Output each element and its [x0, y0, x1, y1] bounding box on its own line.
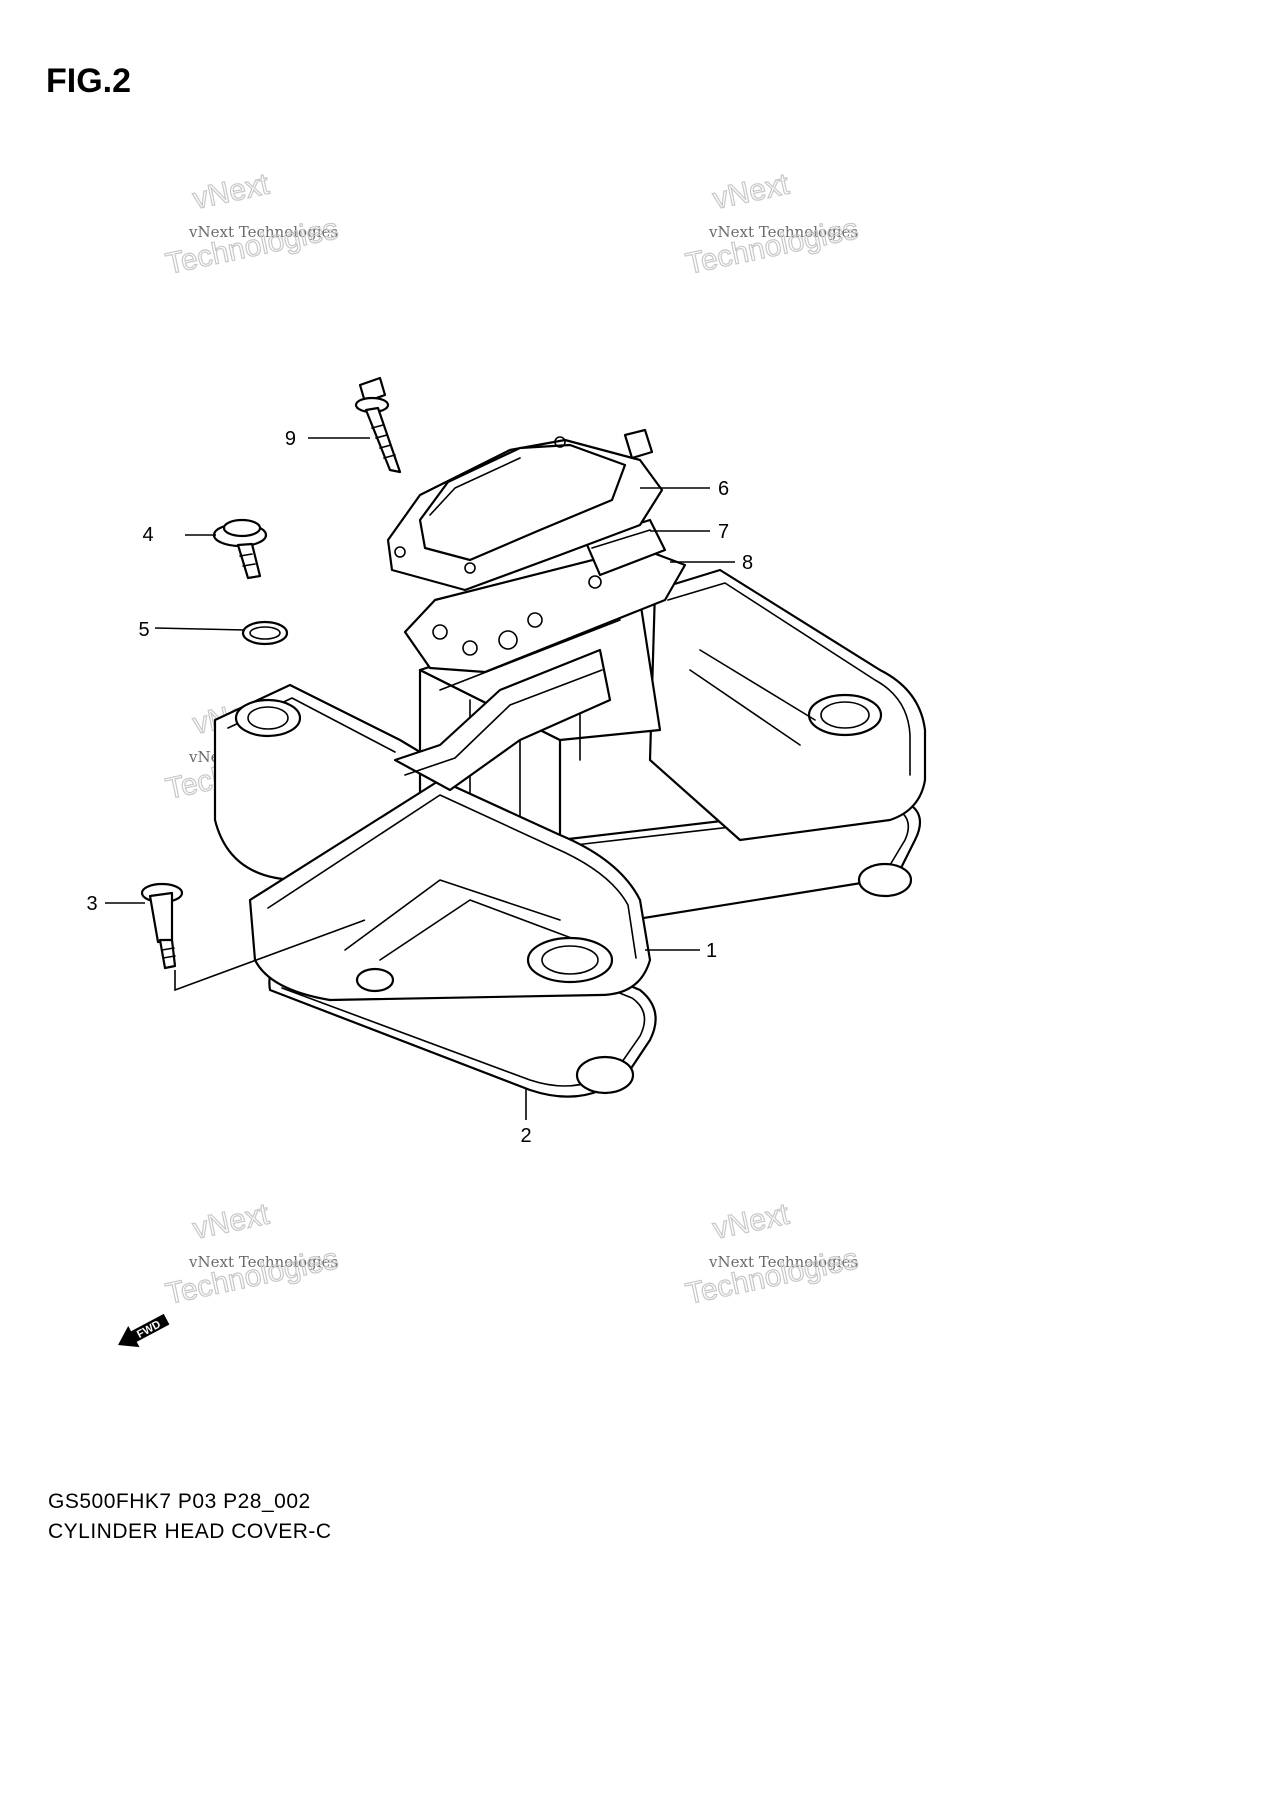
watermark-line: vNext Technologies	[188, 1253, 338, 1271]
watermark-word-top: vNext	[710, 1198, 793, 1246]
watermark-bottom-left: vNext vNext Technologies Technologies	[162, 1197, 341, 1312]
fwd-label: FWD	[135, 1318, 163, 1340]
callout-6: 6	[718, 478, 729, 500]
part-3-bolt	[140, 882, 366, 992]
part-6-breather-cover	[386, 428, 664, 592]
part-9-bolt	[354, 376, 402, 474]
model-code: GS500FHK7 P03 P28_002	[48, 1490, 311, 1513]
watermark-line: vNext Technologies	[188, 223, 338, 241]
fwd-arrow-icon: FWD	[118, 1313, 170, 1348]
watermark-word-top: vNext	[190, 168, 273, 216]
callout-4: 4	[142, 524, 153, 546]
watermark-line: vNext Technologies	[708, 1253, 858, 1271]
callout-5: 5	[138, 619, 149, 641]
watermark-word-top: vNext	[190, 1198, 273, 1246]
watermark-top-left: vNext vNext Technologies Technologies	[162, 167, 341, 282]
callout-3: 3	[86, 893, 97, 915]
assembly-name: CYLINDER HEAD COVER-C	[48, 1520, 332, 1543]
watermark-word-top: vNext	[710, 168, 793, 216]
part-5-o-ring	[241, 620, 289, 646]
part-4-bolt	[212, 518, 268, 580]
part-1-cylinder-head-cover	[213, 568, 927, 1002]
watermark-line: vNext Technologies	[708, 223, 858, 241]
part-8-breather-gasket	[403, 546, 687, 674]
callout-9: 9	[285, 428, 296, 450]
callout-1: 1	[706, 940, 717, 962]
leader-lines	[105, 437, 735, 1120]
callout-2: 2	[520, 1125, 531, 1147]
watermark-bottom-right: vNext vNext Technologies Technologies	[682, 1197, 861, 1312]
figure-title: FIG.2	[46, 62, 132, 100]
watermark-top-right: vNext vNext Technologies Technologies	[682, 167, 861, 282]
callout-8: 8	[742, 552, 753, 574]
callout-7: 7	[718, 521, 729, 543]
